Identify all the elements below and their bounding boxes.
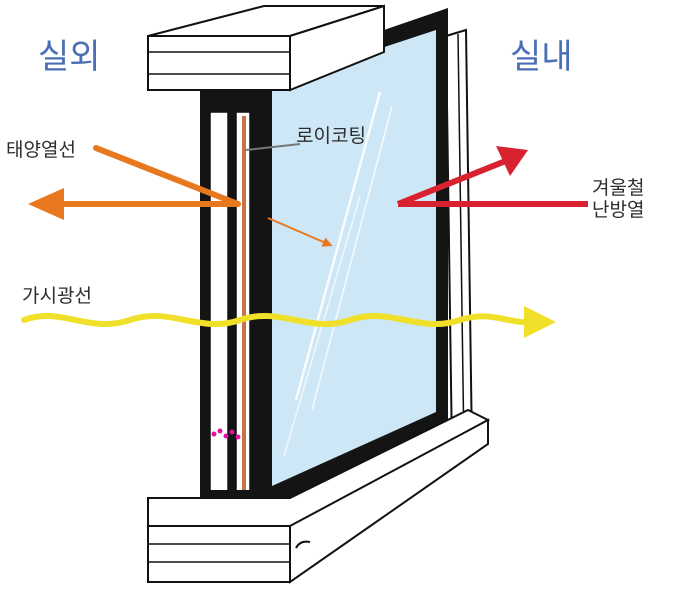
frame-bottom-groove	[295, 540, 311, 549]
label-winter-heating-line1: 겨울철	[592, 177, 645, 199]
label-indoor: 실내	[510, 37, 573, 77]
glass-pane	[272, 30, 436, 486]
outer-pane-edge	[200, 112, 210, 520]
solar-heat-transmitted	[267, 217, 333, 247]
glass-reflection	[294, 91, 382, 401]
frame-top-cap-front	[147, 35, 291, 91]
label-visible-light: 가시광선	[22, 285, 92, 307]
visible-light-wave	[21, 313, 533, 327]
low-e-coating-layer	[242, 116, 246, 498]
frame-top-cap-side	[289, 4, 385, 92]
heating-reflected	[396, 157, 510, 207]
visible-light-arrowhead	[524, 306, 556, 338]
label-winter-heating: 겨울철 난방열	[592, 177, 645, 222]
frame-bottom-cap-side	[289, 418, 489, 584]
label-solar-heat: 태양열선	[6, 139, 76, 161]
low-e-leader-line	[245, 143, 301, 151]
desiccant-dots	[211, 428, 241, 440]
spacer-gap	[228, 112, 236, 520]
label-winter-heating-line2: 난방열	[592, 198, 645, 221]
frame-bottom-cap-front	[147, 525, 291, 583]
glass-reflection	[311, 105, 393, 411]
solar-heat-arrowhead	[28, 188, 64, 220]
heating-arrowhead	[496, 146, 528, 176]
label-low-e-coating: 로이코팅	[296, 125, 366, 147]
outer-pane	[209, 111, 229, 521]
solar-heat-incoming	[93, 145, 241, 207]
label-outdoor: 실외	[38, 37, 101, 77]
frame-right-depth-line	[457, 33, 465, 451]
